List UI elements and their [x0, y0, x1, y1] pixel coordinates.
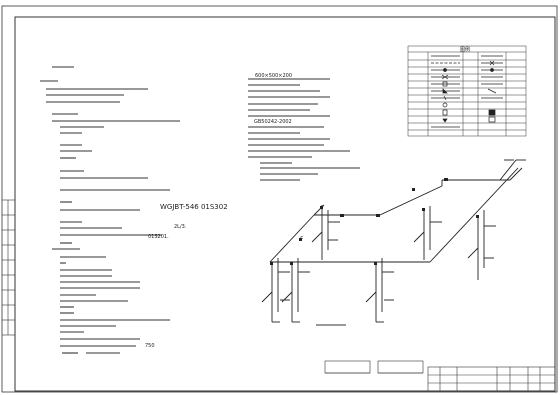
inner-border [14, 16, 556, 392]
spec-ref-1: WGJBT-546 01S302 [160, 203, 228, 211]
notes-text-lines [40, 66, 180, 354]
middle-notes-lines [248, 78, 360, 181]
legend-title: 图例 [460, 47, 471, 53]
legend-symbols [431, 55, 503, 128]
outer-border [1, 5, 558, 393]
spec-ref-4: 750 [145, 343, 155, 349]
binding-strip [2, 199, 15, 336]
title-block [427, 366, 556, 392]
fixture-marks [270, 178, 479, 265]
riser-labels [278, 159, 514, 326]
spec-ref-2: 2L/3. [174, 224, 187, 230]
spec-ref-3: 01S201. [148, 234, 169, 240]
approval-blocks [324, 360, 424, 374]
gb-standard: GB50242-2002 [254, 119, 292, 125]
dim-label-f: F [300, 236, 304, 243]
legend-table [407, 45, 527, 137]
box-dimensions: 600×500×200 [255, 73, 293, 79]
